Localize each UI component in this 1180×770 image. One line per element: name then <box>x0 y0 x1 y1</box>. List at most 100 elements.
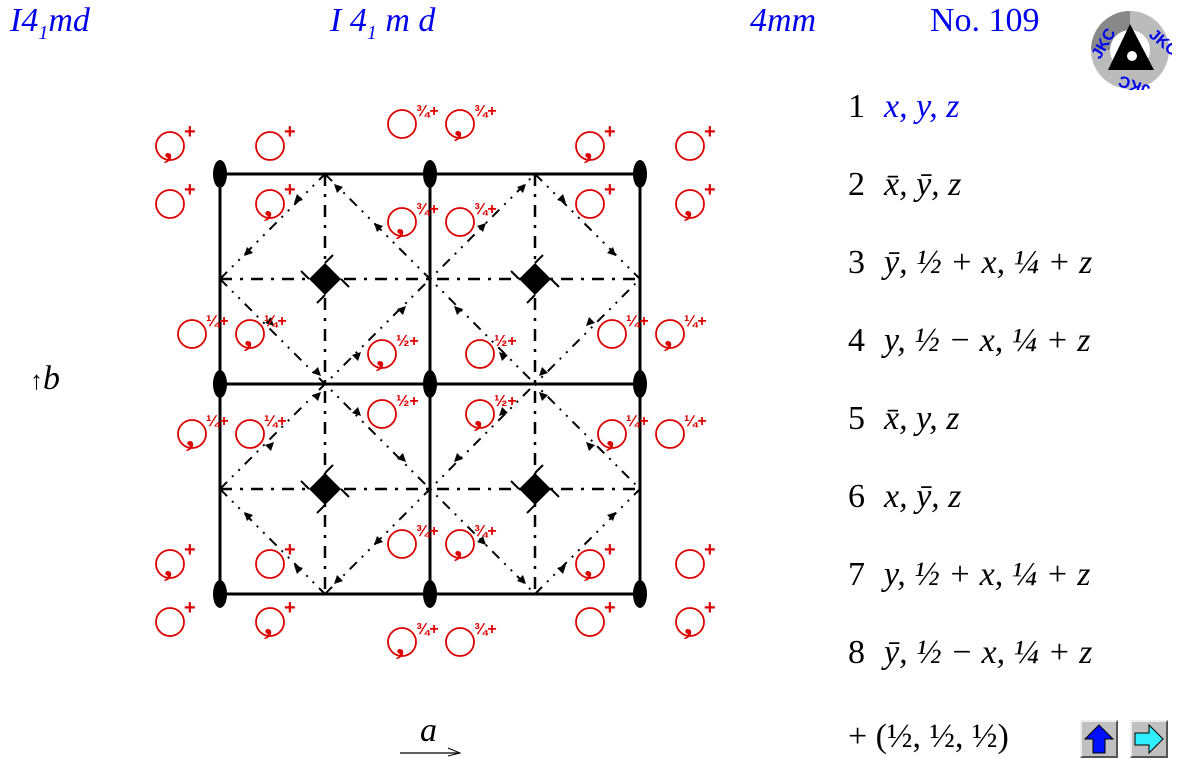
position-circle-icon <box>367 399 397 429</box>
atom-position-enantiomorph: ,+ <box>675 597 716 642</box>
atom-position: + <box>575 179 616 219</box>
comma-icon: , <box>164 129 173 166</box>
position-circle-icon <box>255 131 285 161</box>
position-circle-icon <box>575 549 605 579</box>
point-group: 4mm <box>750 2 817 39</box>
glide-arrow-icon <box>294 565 303 574</box>
position-circle-icon <box>655 419 685 449</box>
atom-position: + <box>675 539 716 579</box>
position-circle-icon <box>177 319 207 349</box>
position-circle-icon <box>445 207 475 237</box>
position-circle-icon <box>597 419 627 449</box>
atom-position: + <box>255 539 296 579</box>
position-circle-icon <box>387 207 417 237</box>
glide-arrow-icon <box>312 392 321 401</box>
height-label: + <box>604 121 616 143</box>
symmetry-operator: 1 x, y, z <box>848 88 960 126</box>
height-label: + <box>604 597 616 619</box>
atom-position-enantiomorph: ,¼+ <box>597 413 649 454</box>
position-circle-icon <box>177 419 207 449</box>
operator-number: 1 <box>848 88 865 125</box>
glide-arrow-icon <box>557 194 566 203</box>
position-circle-icon <box>387 627 417 657</box>
atom-position: + <box>155 597 196 637</box>
height-label: ¼+ <box>626 313 649 330</box>
atom-position-enantiomorph: ,+ <box>575 121 616 166</box>
height-label: ¼+ <box>684 313 707 330</box>
height-label: ¼+ <box>264 413 287 430</box>
position-circle-icon <box>445 529 475 559</box>
operator-expression: y, ½ − x, ¼ + z <box>884 322 1091 359</box>
operator-expression: x̄, ȳ, z <box>884 166 962 203</box>
height-label: + <box>184 179 196 201</box>
operator-expression: x, y, z <box>884 88 960 125</box>
diagonal-glide-plane <box>324 278 641 595</box>
twofold-axis-icon <box>213 160 227 188</box>
comma-icon: , <box>664 317 673 354</box>
height-label: + <box>704 539 716 561</box>
height-label: ¼+ <box>206 413 229 430</box>
height-label: ¼+ <box>264 313 287 330</box>
glide-arrow-icon <box>265 442 274 451</box>
up-button[interactable] <box>1080 720 1118 758</box>
axis-b: ↑b <box>30 360 60 397</box>
operator-number: 8 <box>848 634 865 671</box>
position-circle-icon <box>155 189 185 219</box>
fourfold-screw-axis-icon <box>510 254 560 304</box>
position-circle-icon <box>655 319 685 349</box>
height-label: ½+ <box>396 393 419 410</box>
comma-icon: , <box>606 417 615 454</box>
height-label: ¾+ <box>416 621 439 638</box>
twofold-axis-icon <box>213 370 227 398</box>
comma-icon: , <box>244 317 253 354</box>
comma-icon: , <box>396 205 405 242</box>
centering-translation: + (½, ½, ½) <box>848 718 1009 755</box>
short-symbol: I41md <box>10 2 90 44</box>
atom-position: + <box>575 597 616 637</box>
position-circle-icon <box>597 319 627 349</box>
atom-position-enantiomorph: , ¼+ <box>655 313 707 354</box>
operator-expression: ȳ, ½ + x, ¼ + z <box>884 244 1093 281</box>
position-circle-icon <box>255 607 285 637</box>
position-circle-icon <box>675 189 705 219</box>
glide-arrow-icon <box>607 247 616 256</box>
up-arrow-icon <box>1083 724 1115 754</box>
glide-arrow-icon <box>477 536 486 545</box>
height-label: + <box>704 597 716 619</box>
atom-position-enantiomorph: ,½+ <box>367 333 419 374</box>
atom-position: ¾+ <box>387 523 439 559</box>
atom-position: ½+ <box>465 333 517 369</box>
glide-arrow-icon <box>454 306 463 315</box>
jkc-logo: JKC JKC JKC <box>1089 11 1172 90</box>
position-circle-icon <box>675 549 705 579</box>
position-circle-icon <box>255 549 285 579</box>
axis-a-arrow-icon <box>400 747 462 757</box>
atom-position-enantiomorph: ,+ <box>155 121 196 166</box>
diagonal-glide-plane <box>534 173 641 280</box>
symmetry-diagram: ,++¾+,¾+,+++,+,¾+¾++,+¼+,¼+,½+½+¼+,¼+½+,… <box>155 103 716 662</box>
comma-icon: , <box>264 187 273 224</box>
height-label: + <box>184 539 196 561</box>
position-circle-icon <box>155 549 185 579</box>
height-label: ¾+ <box>474 201 497 218</box>
height-label: ¾+ <box>474 621 497 638</box>
height-label: ¾+ <box>416 201 439 218</box>
position-circle-icon <box>575 189 605 219</box>
height-label: + <box>284 539 296 561</box>
atom-position: ¾+ <box>387 103 439 139</box>
comma-icon: , <box>454 107 463 144</box>
glide-arrow-icon <box>539 392 548 401</box>
glide-arrow-icon <box>334 575 343 584</box>
next-button[interactable] <box>1130 720 1168 758</box>
glide-arrow-icon <box>477 223 486 232</box>
operator-expression: x, ȳ, z <box>884 478 962 515</box>
twofold-axis-icon <box>423 160 437 188</box>
atom-position: ¼+ <box>235 413 287 449</box>
glide-arrow-icon <box>374 223 383 232</box>
axis-a-label: a <box>420 712 437 749</box>
glide-arrow-icon <box>352 407 361 416</box>
atom-position: + <box>155 179 196 219</box>
atom-position: ¼+ <box>597 313 649 349</box>
